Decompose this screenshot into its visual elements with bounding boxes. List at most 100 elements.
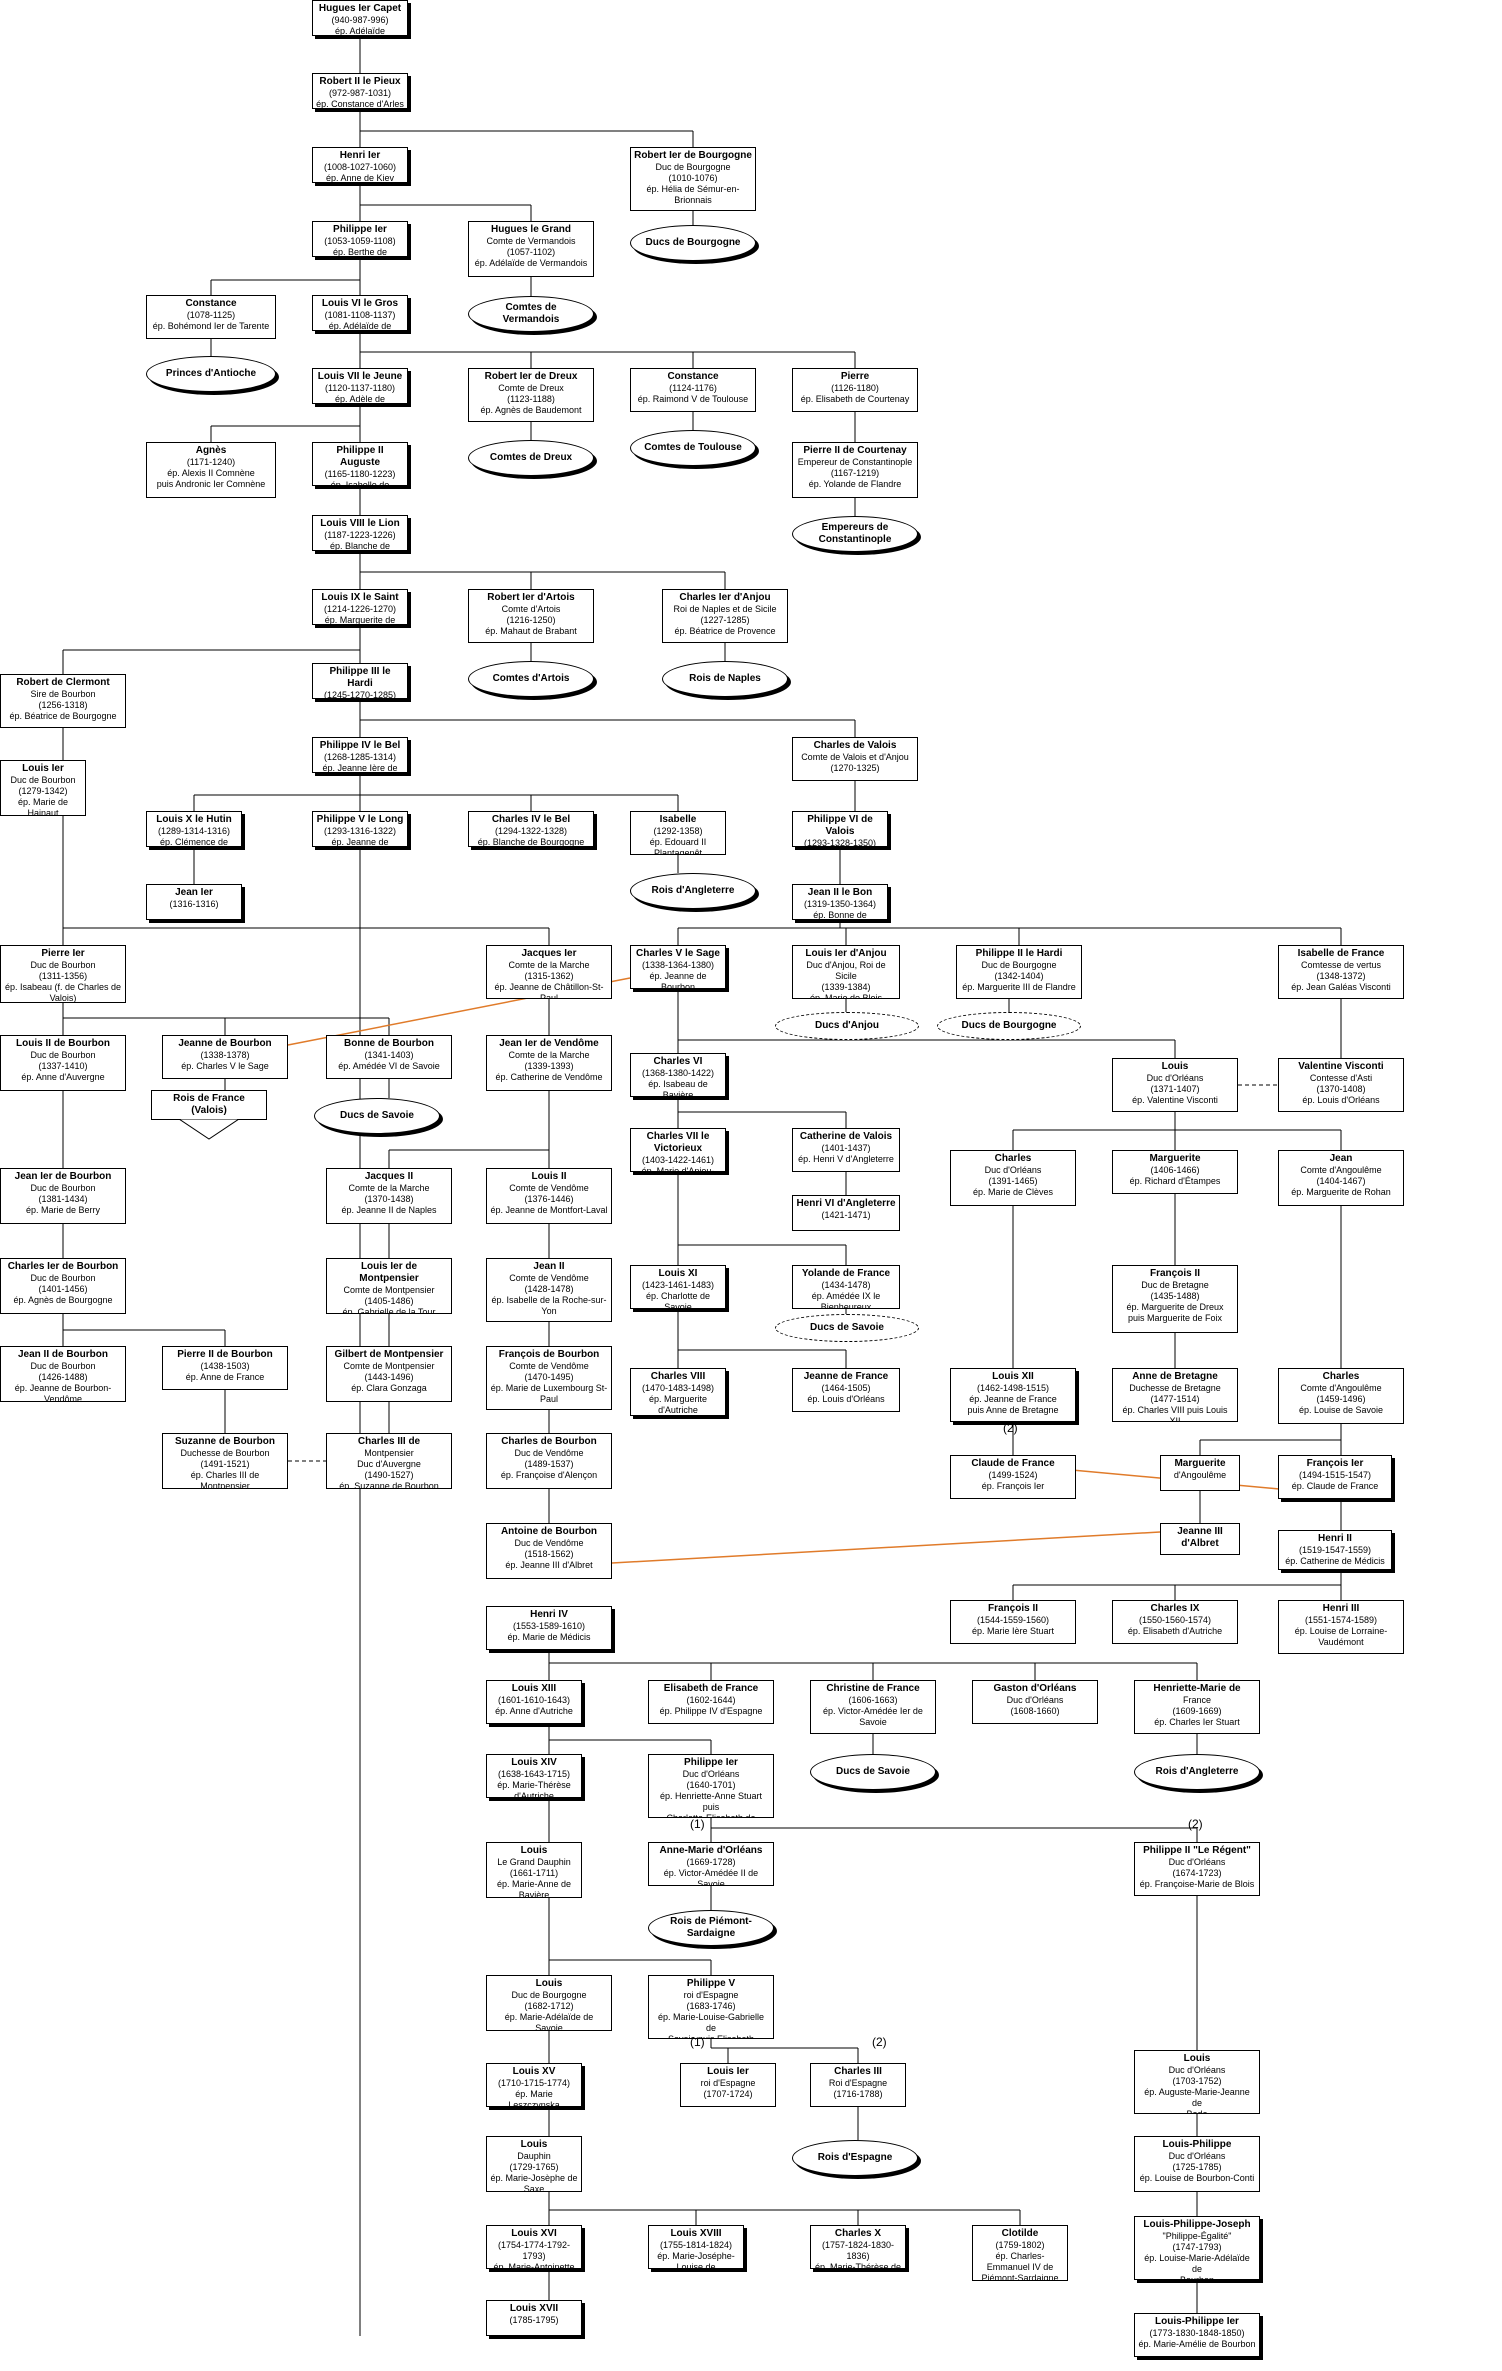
- person-detail: Comte d'Angoulême: [1300, 1383, 1382, 1393]
- person-detail: ép. Victor-Amédée Ier de: [823, 1706, 923, 1716]
- person-detail: (1754-1774-1792-1793): [497, 2240, 571, 2261]
- person-box-francois2: François II(1544-1559-1560)ép. Marie Ièr…: [950, 1600, 1076, 1644]
- person-detail: Duc d'Auvergne: [357, 1459, 421, 1469]
- person-detail: Comte de la Marche: [348, 1183, 430, 1193]
- person-name: Jeanne III d'Albret: [1177, 1526, 1223, 1549]
- person-detail: Duc de Vendôme: [514, 1538, 584, 1548]
- person-name: Louis: [520, 1845, 548, 1856]
- person-box-philippe2: Philippe II Auguste(1165-1180-1223)ép. I…: [312, 442, 408, 486]
- person-detail: ép. Marguerite d'Autriche: [648, 1394, 708, 1415]
- person-box-philippe4: Philippe IV le Bel(1268-1285-1314)ép. Je…: [312, 737, 408, 773]
- person-detail: ép. Isabeau (f. de Charles de: [4, 982, 122, 992]
- person-detail: (1519-1547-1559): [1298, 1545, 1372, 1555]
- person-detail: (1171-1240): [186, 457, 236, 467]
- person-box-jean1: Jean Ier(1316-1316): [146, 884, 242, 920]
- person-detail: (1120-1137-1180): [324, 383, 396, 393]
- person-detail: (1337-1410): [38, 1061, 88, 1071]
- person-name: Charles: [1322, 1371, 1360, 1382]
- person-name: Charles Ier d'Anjou: [679, 592, 771, 603]
- person-detail: (1462-1498-1515): [976, 1383, 1050, 1393]
- person-box-clotilde: Clotilde(1759-1802)ép. Charles-Emmanuel …: [972, 2225, 1068, 2281]
- dynasty-oval-empereurs-const: Empereurs de Constantinople: [792, 516, 918, 552]
- person-detail: ép. Bonne de Luxembourg: [813, 910, 867, 920]
- person-detail: (1078-1125): [186, 310, 236, 320]
- person-detail: (1609-1669): [1172, 1706, 1222, 1716]
- person-detail: ép. Gabrielle de la Tour: [342, 1307, 436, 1314]
- person-name: Marguerite: [1149, 1153, 1201, 1164]
- person-detail: (1674-1723): [1172, 1868, 1222, 1878]
- person-name: Philippe V: [686, 1978, 736, 1989]
- person-detail: (1499-1524): [988, 1470, 1038, 1480]
- person-detail: ép. Louis d'Orléans: [807, 1394, 885, 1404]
- person-detail: ép. Marie Ière Stuart: [971, 1626, 1055, 1636]
- person-detail: (1370-1408): [1316, 1084, 1366, 1094]
- person-detail: Brionnais: [674, 195, 712, 205]
- person-detail: Comte de la Marche: [508, 1050, 590, 1060]
- arrow-box-title: Rois de France: [173, 1093, 245, 1104]
- person-name: Charles de Bourbon: [501, 1436, 597, 1447]
- person-box-henri2: Henri II(1519-1547-1559)ép. Catherine de…: [1278, 1530, 1392, 1570]
- person-box-louis16: Louis XVI(1754-1774-1792-1793)ép. Marie-…: [486, 2225, 582, 2269]
- person-detail: ép. Blanche de Bourgogne: [477, 837, 585, 847]
- person-name: Philippe III le Hardi: [329, 666, 391, 689]
- dynasty-oval-comtes-dreux: Comtes de Dreux: [468, 440, 594, 476]
- person-detail: ép. Amédée VI de Savoie: [338, 1061, 440, 1071]
- person-detail: roi d'Espagne: [683, 1990, 739, 2000]
- person-name: Philippe Ier: [333, 224, 387, 235]
- person-detail: (1081-1108-1137): [324, 310, 396, 320]
- person-name: Anne-Marie d'Orléans: [659, 1845, 763, 1856]
- person-name: Louis: [535, 1978, 563, 1989]
- person-name: Charles VII le Victorieux: [646, 1131, 710, 1154]
- person-box-hugues-capet: Hugues Ier Capet(940-987-996)ép. Adélaïd…: [312, 0, 408, 36]
- person-name: Yolande de France: [801, 1268, 891, 1279]
- person-name: Jean II de Bourbon: [17, 1349, 108, 1360]
- person-name: Henri IV: [530, 1609, 568, 1620]
- union-label-regent: (2): [1188, 1817, 1203, 1831]
- person-detail: Bade: [1186, 2109, 1208, 2114]
- dynasty-oval-dashed-ducs-anjou: Ducs d'Anjou: [775, 1012, 919, 1040]
- person-name: François Ier: [1306, 1458, 1364, 1469]
- person-detail: (1435-1488): [1150, 1291, 1200, 1301]
- person-detail: ép. Anne de France: [185, 1372, 265, 1382]
- person-detail: (1544-1559-1560): [976, 1615, 1050, 1625]
- person-detail: Montpensier: [364, 1448, 414, 1458]
- down-arrow-icon: [178, 1119, 240, 1140]
- person-detail: Duc de Bourbon: [30, 1183, 96, 1193]
- person-detail: ép. Claude de France: [1291, 1481, 1379, 1491]
- person-box-constance2: Constance(1124-1176)ép. Raimond V de Tou…: [630, 368, 756, 412]
- person-detail: Duc de Bourgogne: [511, 1990, 587, 2000]
- person-detail: Comte de Valois et d'Anjou: [801, 752, 909, 762]
- union-label-louis1-esp: (1): [690, 2035, 705, 2049]
- person-box-philippe6: Philippe VI de Valois(1293-1328-1350)ép.…: [792, 811, 888, 847]
- person-detail: (1553-1589-1610): [512, 1621, 586, 1631]
- dynasty-oval-dashed-ducs-bourgogne2: Ducs de Bourgogne: [937, 1012, 1081, 1040]
- dynasty-oval-princes-antioche: Princes d'Antioche: [146, 356, 276, 392]
- person-detail: (1785-1795): [509, 2315, 559, 2325]
- person-name: Robert Ier de Bourgogne: [634, 150, 752, 161]
- person-detail: ép. Marie-Adélaïde de Savoie: [504, 2012, 594, 2031]
- person-detail: (1123-1188): [507, 394, 555, 404]
- person-detail: Comte de Vendôme: [509, 1183, 589, 1193]
- person-name: Jacques II: [364, 1171, 414, 1182]
- person-detail: ép. Yolande de Flandre: [808, 479, 902, 489]
- person-detail: (1716-1788): [833, 2089, 883, 2099]
- dynasty-oval-rois-naples: Rois de Naples: [662, 661, 788, 697]
- person-detail: Duc de Bourgogne: [981, 960, 1057, 970]
- person-detail: (1477-1514): [1150, 1394, 1200, 1404]
- person-detail: ép. Marie de Berry: [25, 1205, 101, 1215]
- person-detail: ép. Hélia de Sémur-en-: [646, 184, 740, 194]
- person-box-philippe3: Philippe III le Hardi(1245-1270-1285)ép.…: [312, 663, 408, 699]
- person-detail: Duc d'Orléans: [984, 1165, 1042, 1175]
